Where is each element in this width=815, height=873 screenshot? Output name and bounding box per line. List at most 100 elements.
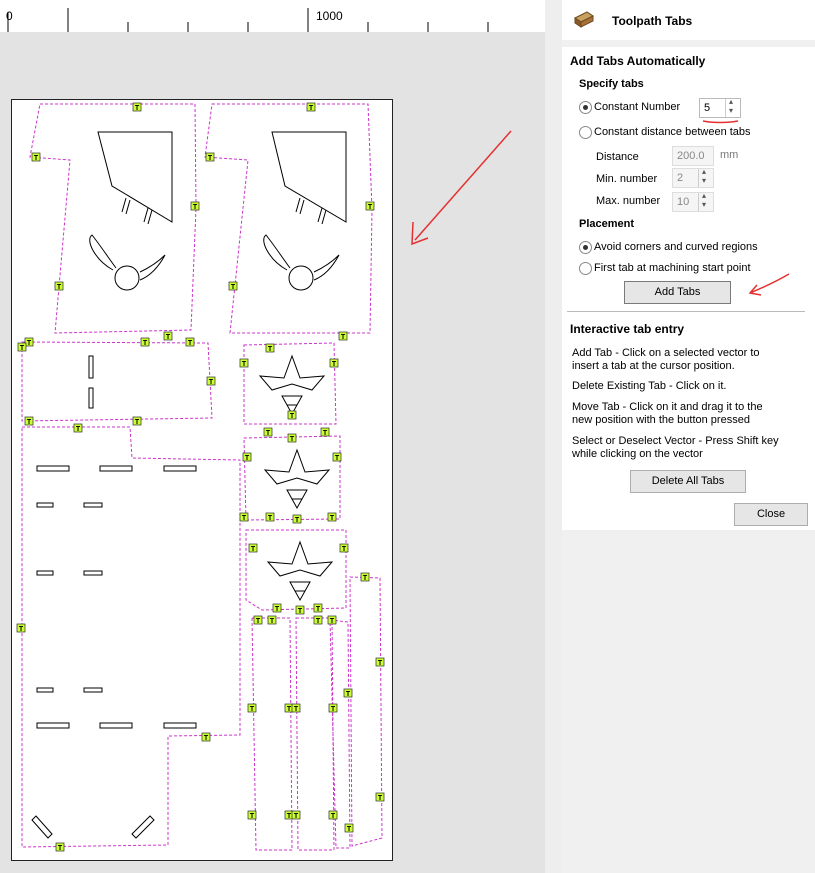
- tab-marker[interactable]: T: [190, 201, 200, 211]
- add-tabs-button[interactable]: Add Tabs: [624, 281, 731, 304]
- svg-text:T: T: [316, 606, 321, 613]
- tab-marker[interactable]: T: [313, 603, 323, 613]
- help-delete: Delete Existing Tab - Click on it.: [572, 380, 727, 392]
- tab-marker[interactable]: T: [263, 427, 273, 437]
- max-number-stepper[interactable]: 10: [672, 191, 714, 212]
- svg-text:T: T: [58, 845, 63, 852]
- tab-marker[interactable]: T: [343, 688, 353, 698]
- tab-marker[interactable]: T: [205, 152, 215, 162]
- svg-text:T: T: [332, 361, 337, 368]
- ruler-ticks: [7, 8, 489, 32]
- tab-marker[interactable]: T: [55, 842, 65, 852]
- tab-marker[interactable]: T: [24, 337, 34, 347]
- svg-text:T: T: [166, 334, 171, 341]
- tab-marker[interactable]: T: [332, 452, 342, 462]
- tab-marker[interactable]: T: [242, 452, 252, 462]
- tab-marker[interactable]: T: [328, 703, 338, 713]
- spin-arrows-icon[interactable]: [725, 97, 740, 117]
- tab-marker[interactable]: T: [267, 615, 277, 625]
- ruler-label-1000: 1000: [316, 9, 343, 23]
- spin-arrows-icon[interactable]: [698, 167, 713, 187]
- tab-marker[interactable]: T: [163, 331, 173, 341]
- svg-text:T: T: [341, 334, 346, 341]
- tab-marker[interactable]: T: [228, 281, 238, 291]
- tab-marker[interactable]: T: [31, 152, 41, 162]
- tab-marker[interactable]: T: [292, 514, 302, 524]
- tab-marker[interactable]: T: [375, 792, 385, 802]
- tab-marker[interactable]: T: [239, 512, 249, 522]
- tab-marker[interactable]: T: [338, 331, 348, 341]
- constant-number-radio[interactable]: [579, 101, 592, 114]
- svg-text:T: T: [330, 618, 335, 625]
- tab-marker[interactable]: T: [313, 615, 323, 625]
- svg-text:T: T: [250, 706, 255, 713]
- delete-all-tabs-button[interactable]: Delete All Tabs: [630, 470, 746, 493]
- svg-text:T: T: [294, 813, 299, 820]
- svg-text:T: T: [143, 340, 148, 347]
- specify-heading: Specify tabs: [579, 78, 644, 90]
- tab-marker[interactable]: T: [344, 823, 354, 833]
- tab-marker[interactable]: T: [265, 512, 275, 522]
- tab-marker[interactable]: T: [253, 615, 263, 625]
- tab-marker[interactable]: T: [287, 433, 297, 443]
- svg-text:T: T: [335, 455, 340, 462]
- svg-text:T: T: [298, 608, 303, 615]
- tab-marker[interactable]: T: [327, 615, 337, 625]
- tab-marker[interactable]: T: [291, 703, 301, 713]
- tab-marker[interactable]: T: [17, 342, 27, 352]
- tab-marker[interactable]: T: [328, 810, 338, 820]
- min-number-stepper[interactable]: 2: [672, 167, 714, 188]
- distance-field[interactable]: 200.0: [672, 146, 714, 166]
- tab-marker[interactable]: T: [206, 376, 216, 386]
- svg-text:T: T: [368, 204, 373, 211]
- tab-marker[interactable]: T: [247, 703, 257, 713]
- tab-marker[interactable]: T: [291, 810, 301, 820]
- constant-distance-radio[interactable]: [579, 126, 592, 139]
- tab-marker[interactable]: T: [247, 810, 257, 820]
- svg-text:T: T: [34, 155, 39, 162]
- svg-text:T: T: [251, 546, 256, 553]
- tab-marker[interactable]: T: [73, 423, 83, 433]
- constant-number-stepper[interactable]: 5: [699, 97, 741, 118]
- help-move-line2: new position with the button pressed: [572, 414, 750, 426]
- tab-marker[interactable]: T: [265, 343, 275, 353]
- tab-marker[interactable]: T: [248, 543, 258, 553]
- svg-text:T: T: [27, 340, 32, 347]
- tab-marker[interactable]: T: [306, 102, 316, 112]
- tab-marker[interactable]: T: [365, 201, 375, 211]
- tab-marker[interactable]: T: [375, 657, 385, 667]
- svg-text:T: T: [346, 691, 351, 698]
- svg-text:T: T: [268, 346, 273, 353]
- tab-marker[interactable]: T: [239, 358, 249, 368]
- tab-marker[interactable]: T: [272, 603, 282, 613]
- avoid-corners-radio[interactable]: [579, 241, 592, 254]
- tab-marker[interactable]: T: [185, 337, 195, 347]
- svg-text:T: T: [57, 284, 62, 291]
- svg-text:T: T: [20, 345, 25, 352]
- tab-marker[interactable]: T: [360, 572, 370, 582]
- tab-marker[interactable]: T: [327, 512, 337, 522]
- first-tab-radio[interactable]: [579, 262, 592, 275]
- tab-marker[interactable]: T: [329, 358, 339, 368]
- tab-marker[interactable]: T: [24, 416, 34, 426]
- min-number-value: 2: [677, 172, 684, 184]
- spin-arrows-icon[interactable]: [698, 191, 713, 211]
- tab-marker[interactable]: T: [140, 337, 150, 347]
- tab-marker[interactable]: T: [54, 281, 64, 291]
- tab-marker[interactable]: T: [320, 427, 330, 437]
- annotation-arrow: [748, 273, 790, 296]
- svg-text:T: T: [331, 706, 336, 713]
- close-button[interactable]: Close: [734, 503, 808, 526]
- splitter[interactable]: [545, 0, 562, 873]
- tab-marker[interactable]: T: [201, 732, 211, 742]
- tab-marker[interactable]: T: [287, 410, 297, 420]
- svg-text:T: T: [245, 455, 250, 462]
- tab-marker[interactable]: T: [132, 102, 142, 112]
- tab-marker[interactable]: T: [339, 543, 349, 553]
- tab-marker[interactable]: T: [16, 623, 26, 633]
- avoid-corners-label: Avoid corners and curved regions: [594, 241, 758, 253]
- tab-marker[interactable]: T: [132, 416, 142, 426]
- tab-marker[interactable]: T: [295, 605, 305, 615]
